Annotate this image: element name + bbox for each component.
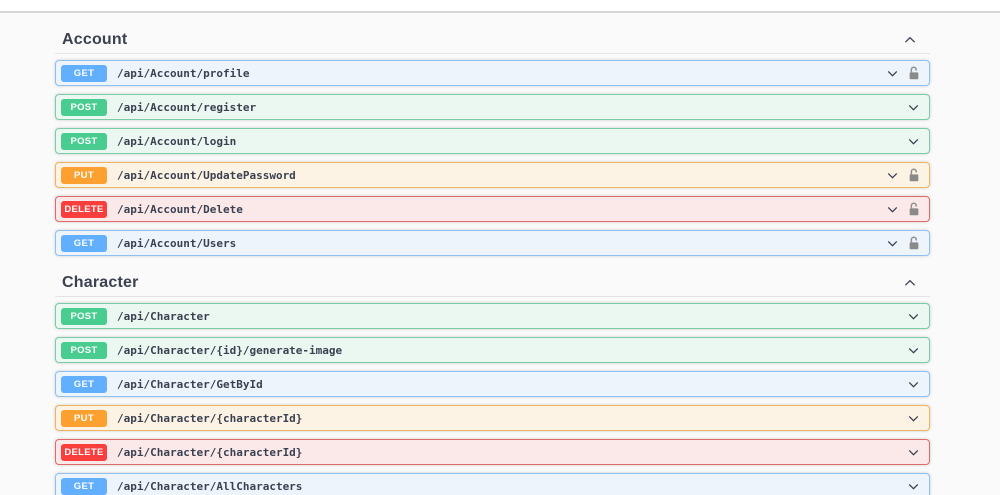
row-icons: [886, 167, 920, 183]
endpoint-path: /api/Account/Users: [117, 236, 237, 250]
top-divider: [0, 0, 1000, 13]
endpoint-path: /api/Account/register: [117, 100, 257, 114]
endpoint-path: /api/Account/login: [117, 134, 237, 148]
endpoint-row[interactable]: DELETE /api/Account/Delete: [55, 196, 930, 222]
method-badge: DELETE: [61, 200, 107, 218]
section-title: Account: [62, 30, 128, 48]
endpoint-row[interactable]: GET /api/Character/AllCharacters: [55, 473, 930, 495]
chevron-down-icon[interactable]: [907, 310, 920, 323]
chevron-down-icon[interactable]: [907, 480, 920, 493]
endpoint-row[interactable]: POST /api/Character/{id}/generate-image: [55, 337, 930, 363]
chevron-down-icon[interactable]: [907, 344, 920, 357]
method-badge: GET: [61, 234, 107, 252]
operations-list: POST /api/Character POST /api/Character/…: [55, 303, 930, 495]
endpoint-path: /api/Character/AllCharacters: [117, 479, 303, 493]
row-icons: [907, 480, 920, 493]
row-icons: [886, 65, 920, 81]
operations-list: GET /api/Account/profile POST /api/Accou…: [55, 60, 930, 256]
chevron-down-icon[interactable]: [907, 412, 920, 425]
section-header[interactable]: Character: [55, 269, 930, 297]
chevron-down-icon[interactable]: [907, 378, 920, 391]
endpoint-row[interactable]: PUT /api/Character/{characterId}: [55, 405, 930, 431]
row-icons: [907, 378, 920, 391]
row-icons: [907, 412, 920, 425]
endpoint-row[interactable]: GET /api/Character/GetById: [55, 371, 930, 397]
endpoint-path: /api/Character/{characterId}: [117, 411, 303, 425]
chevron-down-icon[interactable]: [907, 446, 920, 459]
endpoint-row[interactable]: POST /api/Account/login: [55, 128, 930, 154]
chevron-down-icon[interactable]: [886, 237, 899, 250]
endpoint-row[interactable]: GET /api/Account/Users: [55, 230, 930, 256]
endpoint-row[interactable]: GET /api/Account/profile: [55, 60, 930, 86]
method-badge: GET: [61, 375, 107, 393]
endpoint-path: /api/Account/profile: [117, 66, 250, 80]
row-icons: [907, 446, 920, 459]
endpoint-row[interactable]: DELETE /api/Character/{characterId}: [55, 439, 930, 465]
row-icons: [886, 201, 920, 217]
section-header[interactable]: Account: [55, 26, 930, 54]
chevron-up-icon[interactable]: [903, 276, 924, 290]
section-title: Character: [62, 273, 139, 291]
method-badge: PUT: [61, 409, 107, 427]
unlock-icon[interactable]: [908, 201, 920, 217]
method-badge: GET: [61, 477, 107, 495]
endpoint-row[interactable]: PUT /api/Account/UpdatePassword: [55, 162, 930, 188]
row-icons: [907, 344, 920, 357]
method-badge: GET: [61, 64, 107, 82]
api-tag-section: Character POST /api/Character: [55, 269, 930, 495]
endpoint-path: /api/Account/UpdatePassword: [117, 168, 296, 182]
unlock-icon[interactable]: [908, 65, 920, 81]
endpoint-path: /api/Account/Delete: [117, 202, 243, 216]
endpoint-path: /api/Character: [117, 309, 210, 323]
endpoint-row[interactable]: POST /api/Account/register: [55, 94, 930, 120]
endpoint-row[interactable]: POST /api/Character: [55, 303, 930, 329]
method-badge: POST: [61, 132, 107, 150]
chevron-down-icon[interactable]: [886, 169, 899, 182]
method-badge: POST: [61, 341, 107, 359]
row-icons: [886, 235, 920, 251]
endpoint-path: /api/Character/GetById: [117, 377, 263, 391]
chevron-up-icon[interactable]: [903, 33, 924, 47]
method-badge: DELETE: [61, 443, 107, 461]
method-badge: POST: [61, 98, 107, 116]
chevron-down-icon[interactable]: [907, 101, 920, 114]
row-icons: [907, 310, 920, 323]
endpoint-path: /api/Character/{id}/generate-image: [117, 343, 343, 357]
chevron-down-icon[interactable]: [886, 203, 899, 216]
api-sections: Account GET /api/Account/profile: [55, 26, 930, 495]
row-icons: [907, 101, 920, 114]
unlock-icon[interactable]: [908, 167, 920, 183]
api-tag-section: Account GET /api/Account/profile: [55, 26, 930, 256]
method-badge: PUT: [61, 166, 107, 184]
row-icons: [907, 135, 920, 148]
method-badge: POST: [61, 307, 107, 325]
chevron-down-icon[interactable]: [886, 67, 899, 80]
endpoint-path: /api/Character/{characterId}: [117, 445, 303, 459]
chevron-down-icon[interactable]: [907, 135, 920, 148]
unlock-icon[interactable]: [908, 235, 920, 251]
